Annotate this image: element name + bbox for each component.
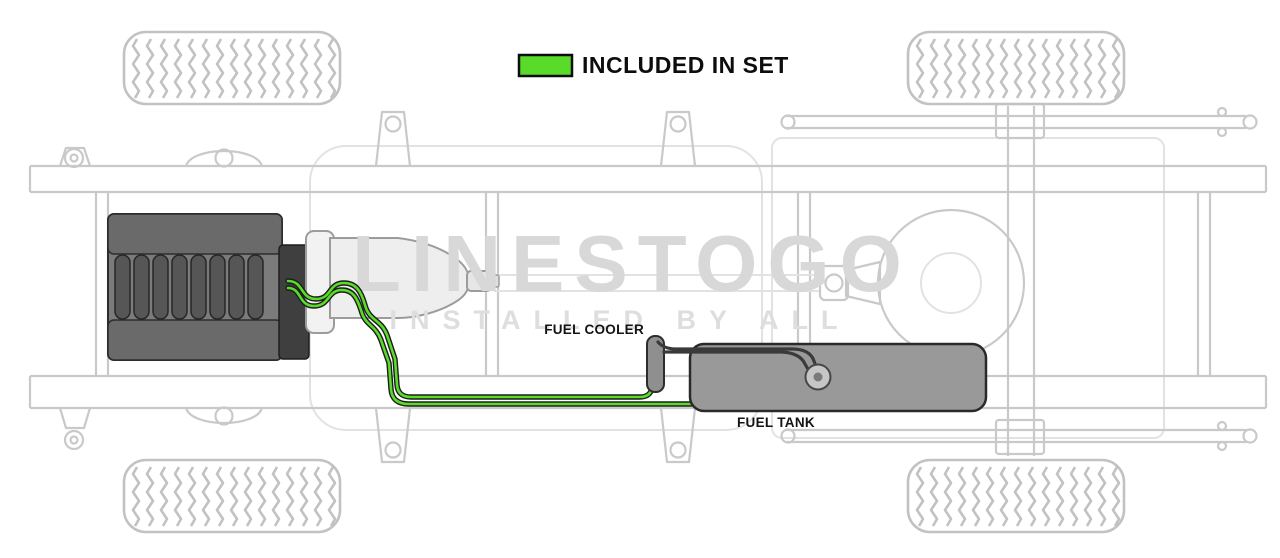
rear-axle-assembly	[494, 102, 1258, 456]
driveshaft	[494, 274, 820, 292]
tire-front-right	[122, 458, 342, 534]
legend-label: INCLUDED IN SET	[582, 52, 789, 78]
pinion-yoke	[824, 273, 844, 293]
tire-rear-right	[906, 458, 1126, 534]
watermark-line1: LINESTOGO	[352, 219, 912, 308]
fuel-tank	[656, 340, 988, 413]
chassis-frame	[28, 110, 1268, 464]
engine-assembly	[107, 213, 310, 361]
fuel-pump-port-center	[813, 372, 823, 382]
tire-rear-left	[906, 30, 1126, 106]
legend-swatch	[517, 53, 574, 78]
fuel-cooler	[646, 335, 665, 393]
fuel-lines-included	[285, 278, 695, 407]
cab-mount-hole	[214, 406, 234, 426]
watermark: LINESTOGO INSTALLED BY ALL	[352, 219, 912, 335]
fuel-tank-label: FUEL TANK	[737, 415, 815, 430]
fuel-line-feed	[286, 279, 654, 399]
fuel-cooler-label: FUEL COOLER	[544, 322, 644, 337]
legend: INCLUDED IN SET	[517, 52, 789, 78]
leaf-springs	[786, 114, 1246, 444]
fuel-line-return	[286, 286, 694, 406]
axle-tube	[1006, 106, 1036, 456]
watermark-line2: INSTALLED BY ALL	[390, 305, 851, 335]
tank-return-line	[662, 350, 811, 373]
oil-pan-ribs	[114, 254, 264, 320]
tank-supply-line	[656, 340, 819, 371]
tire-front-left	[122, 30, 342, 106]
cab-mount-hole	[214, 148, 234, 168]
